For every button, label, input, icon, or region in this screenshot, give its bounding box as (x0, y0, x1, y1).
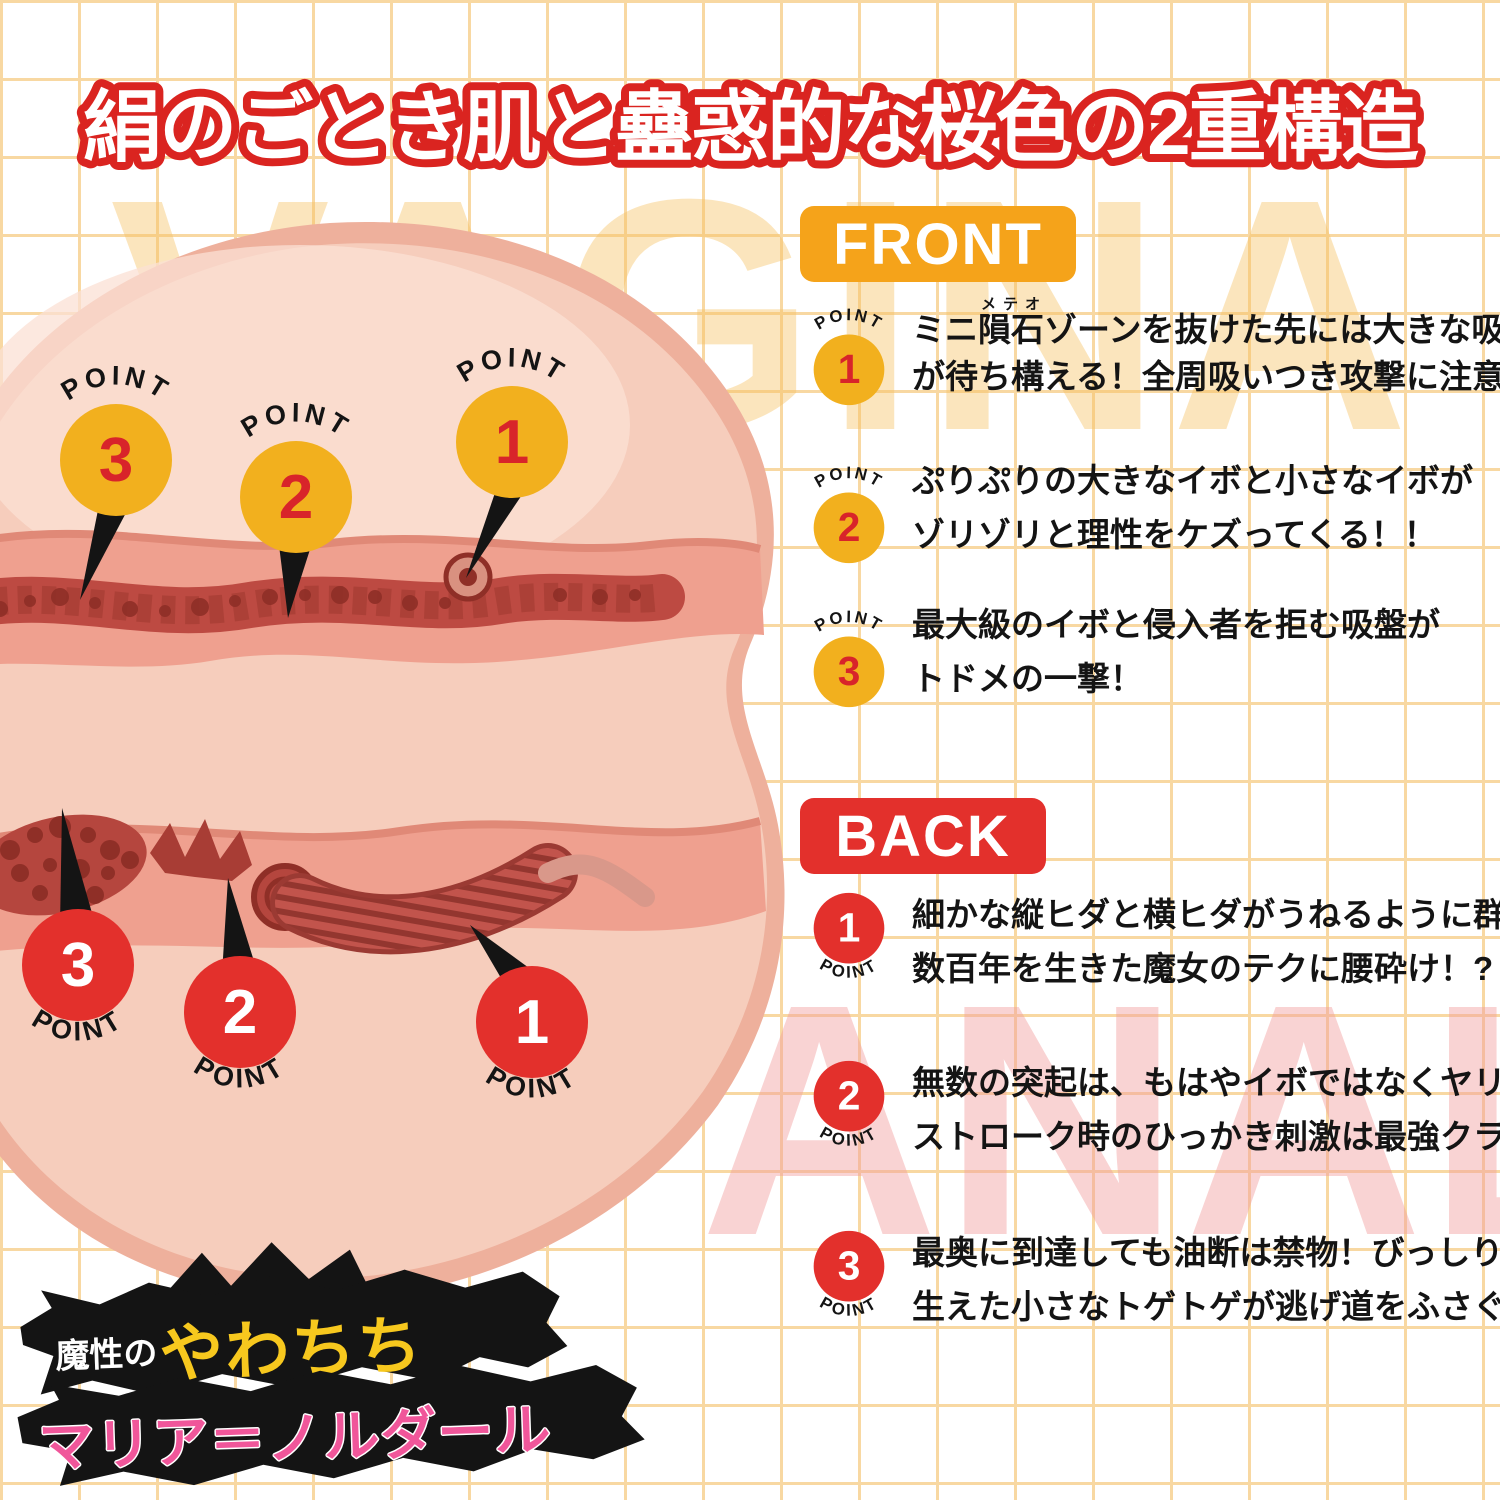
back-point-2-line2: ストローク時のひっかき刺激は最強クラス! (912, 1118, 1500, 1155)
front-badge-3-number: 3 (838, 648, 861, 694)
page-title: 絹のごとき肌と蠱惑的な桜色の2重構造 (75, 75, 1428, 179)
front-point-2-line2: ゾリゾリと理性をケズってくる！！ (912, 516, 1437, 553)
back-point-3-line1: 最奥に到達しても油断は禁物！びっしりと (912, 1234, 1500, 1271)
front-point-1-ruby-text: メテオ (978, 296, 1044, 313)
logo-banner-bottom (17, 1365, 645, 1486)
front-point-1-line1-post: ゾーンを抜けた先には大きな吸盤 (1044, 311, 1500, 348)
cross-section-diagram: POINT 3 POINT 2 POINT 1 POINT 3 POINT 2 (0, 222, 785, 1300)
diagram-back-marker-3: POINT 3 (22, 808, 134, 1047)
back-point-3-line2: 生えた小さなトゲトゲが逃げ道をふさぐ！ (912, 1288, 1500, 1325)
logo-banner-top (20, 1269, 568, 1395)
front-tunnel-bumps (0, 586, 641, 617)
front-point-2-text: ぷりぷりの大きなイボと小さなイボが ゾリゾリと理性をケズってくる！！ (912, 450, 1473, 562)
page-title-text: 絹のごとき肌と蠱惑的な桜色の2重構造 (83, 83, 1418, 171)
front-badge-1-number: 1 (838, 346, 861, 392)
back-badge-3-number: 3 (838, 1242, 861, 1288)
logo-prefix-text: 魔性の (55, 1334, 158, 1376)
front-badge-2-point-word: POINT (811, 463, 884, 492)
back-point-1-line2: 数百年を生きた魔女のテクに腰砕け！? (912, 950, 1494, 987)
front-point-item-1: POINT 1 ミニ隕石メテオゾーンを抜けた先には大きな吸盤 が待ち構える！全周… (796, 292, 1500, 414)
front-point-3-line2: トドメの一撃！ (912, 660, 1143, 697)
front-sucker (443, 552, 493, 602)
back-point-2-line1: 無数の突起は、もはやイボではなくヤリ!? (912, 1064, 1500, 1101)
back-section-header: BACK (800, 798, 1046, 874)
back-point-3-text: 最奥に到達しても油断は禁物！びっしりと 生えた小さなトゲトゲが逃げ道をふさぐ！ (912, 1222, 1500, 1334)
front-point-1-line2: が待ち構える！全周吸いつき攻撃に注意！ (912, 358, 1500, 395)
back-point-1-badge: POINT 1 (813, 892, 885, 982)
logo-main-text: やわちち (158, 1309, 424, 1390)
front-point-3-badge: POINT 3 (811, 607, 887, 708)
front-marker-3-number: 3 (99, 426, 133, 495)
front-point-2-badge: POINT 2 (811, 463, 887, 564)
svg-text:POINT: POINT (811, 305, 887, 334)
front-point-1-ruby: 隕石メテオ (978, 296, 1044, 348)
back-point-1-line1: 細かな縦ヒダと横ヒダがうねるように群生! (912, 896, 1500, 933)
back-badge-1-number: 1 (838, 904, 861, 950)
front-badge-3-point-word: POINT (811, 607, 884, 636)
diagram-back-marker-1: POINT 1 (470, 925, 588, 1104)
front-point-item-2: POINT 2 ぷりぷりの大きなイボと小さなイボが ゾリゾリと理性をケズってくる… (796, 450, 1476, 572)
back-point-2-badge: POINT 2 (813, 1060, 885, 1150)
back-point-item-1: POINT 1 細かな縦ヒダと横ヒダがうねるように群生! 数百年を生きた魔女のテ… (796, 884, 1500, 1006)
front-badge-2-number: 2 (838, 504, 861, 550)
back-marker-1-number: 1 (515, 988, 549, 1057)
front-canal (0, 529, 764, 667)
front-section-header: FRONT (800, 206, 1076, 282)
product-logo: 魔性の やわちち マリア＝ノルダール (17, 1242, 645, 1486)
diagram-back-marker-2: POINT 2 (184, 878, 296, 1094)
front-point-item-3: POINT 3 最大級のイボと侵入者を拒む吸盤が トドメの一撃！ (796, 594, 1476, 716)
back-point-item-3: POINT 3 最奥に到達しても油断は禁物！びっしりと 生えた小さなトゲトゲが逃… (796, 1222, 1500, 1344)
front-marker-2-number: 2 (279, 463, 313, 532)
back-tunnel-cluster (0, 814, 252, 916)
front-point-1-text: ミニ隕石メテオゾーンを抜けた先には大きな吸盤 が待ち構える！全周吸いつき攻撃に注… (912, 292, 1500, 404)
back-badge-2-number: 2 (838, 1072, 861, 1118)
front-marker-1-number: 1 (495, 408, 529, 477)
front-point-2-line1: ぷりぷりの大きなイボと小さなイボが (912, 462, 1473, 499)
svg-text:POINT: POINT (811, 463, 887, 492)
front-point-1-line1: ミニ隕石メテオゾーンを抜けた先には大きな吸盤 (912, 296, 1500, 350)
back-tunnel-ribbed-tube (251, 843, 655, 955)
back-marker-2-number: 2 (223, 978, 257, 1047)
back-point-1-text: 細かな縦ヒダと横ヒダがうねるように群生! 数百年を生きた魔女のテクに腰砕け！? (912, 884, 1500, 996)
back-marker-3-number: 3 (61, 931, 95, 1000)
front-point-1-ruby-base: 隕石 (978, 311, 1044, 348)
front-point-1-badge: POINT 1 (811, 305, 887, 406)
front-point-3-text: 最大級のイボと侵入者を拒む吸盤が トドメの一撃！ (912, 594, 1440, 706)
back-point-item-2: POINT 2 無数の突起は、もはやイボではなくヤリ!? ストローク時のひっかき… (796, 1052, 1500, 1174)
back-point-3-badge: POINT 3 (813, 1230, 885, 1320)
back-point-2-text: 無数の突起は、もはやイボではなくヤリ!? ストローク時のひっかき刺激は最強クラス… (912, 1052, 1500, 1164)
front-point-3-line1: 最大級のイボと侵入者を拒む吸盤が (912, 606, 1440, 643)
front-badge-1-point-word: POINT (811, 305, 884, 334)
front-point-1-line1-pre: ミニ (912, 311, 978, 348)
back-canal (0, 814, 766, 955)
svg-text:POINT: POINT (811, 607, 887, 636)
diagram-front-marker-3: POINT 3 (56, 360, 172, 600)
